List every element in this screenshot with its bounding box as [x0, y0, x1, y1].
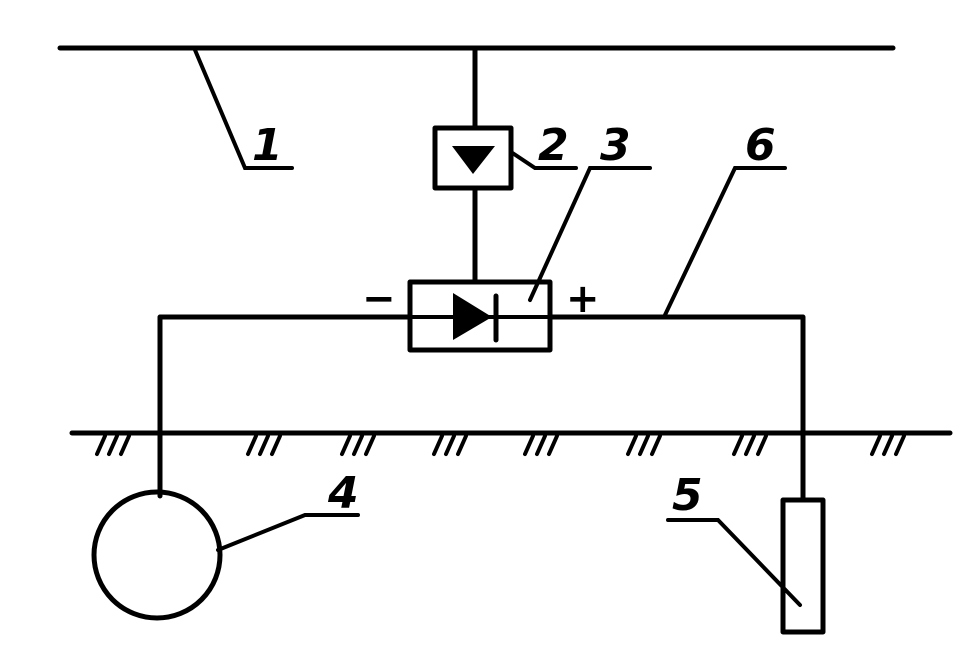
- label-1: 1: [252, 120, 283, 171]
- leader-line-3: [528, 166, 652, 302]
- leader-line-5: [666, 518, 802, 607]
- plus-sign: +: [566, 276, 600, 322]
- label-5: 5: [672, 470, 703, 521]
- label-2: 2: [538, 120, 569, 171]
- positive-wire-6: [547, 314, 806, 503]
- minus-sign: −: [362, 276, 396, 322]
- pipeline-circle: [91, 489, 223, 621]
- leader-line-4: [216, 513, 360, 552]
- ground-hatch-icon: [95, 434, 906, 456]
- label-3: 3: [600, 120, 631, 171]
- triangle-down-icon: [452, 146, 495, 174]
- negative-wire: [157, 314, 413, 499]
- leader-line-6: [663, 166, 787, 317]
- label-4: 4: [327, 468, 359, 519]
- label-6: 6: [745, 120, 776, 171]
- anode-electrode: [780, 497, 826, 635]
- leader-line-2: [509, 150, 578, 170]
- leader-line-1: [193, 48, 294, 170]
